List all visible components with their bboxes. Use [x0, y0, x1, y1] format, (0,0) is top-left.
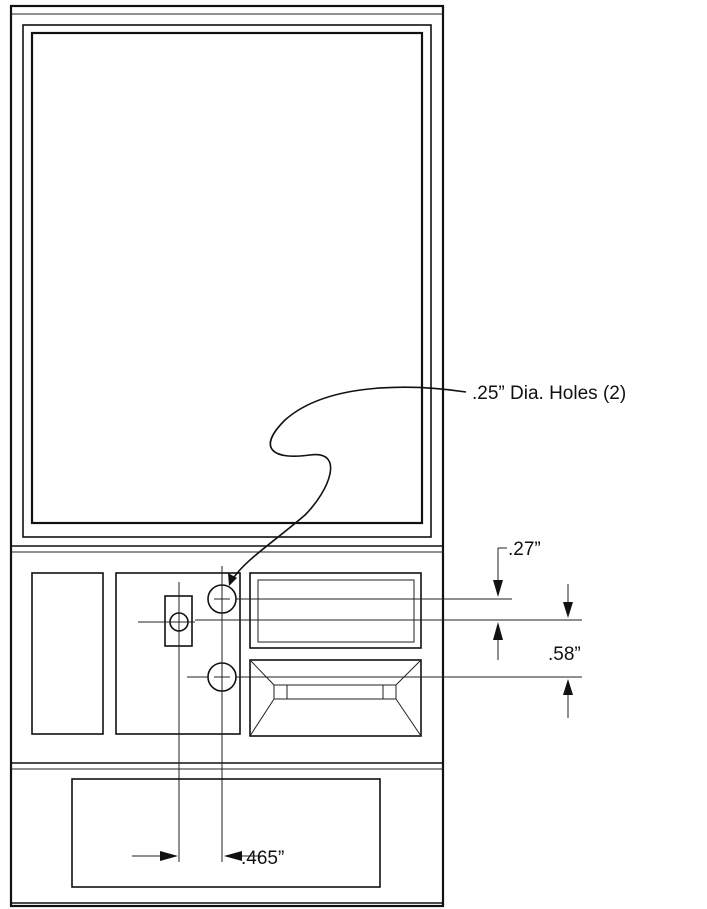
dim-058-label: .58” [548, 644, 581, 665]
center-panel [115, 572, 241, 735]
holes-leader [228, 386, 467, 586]
upper-window [22, 24, 432, 538]
lower-right-bezel [249, 659, 422, 737]
dim-0465-label: .465” [241, 848, 284, 869]
dim-027-label: .27” [508, 539, 541, 560]
dim-0465-graphic [132, 851, 262, 861]
dim-058-graphic [563, 584, 573, 718]
lower-window [71, 778, 381, 888]
upper-right-recess [249, 572, 422, 649]
enclosure-outline [9, 4, 445, 908]
left-slot [31, 572, 104, 735]
middle-panel-dividers [11, 545, 443, 770]
dim-027-graphic [493, 547, 507, 660]
centerlines [138, 566, 582, 862]
holes-callout-label: .25” Dia. Holes (2) [472, 383, 626, 404]
